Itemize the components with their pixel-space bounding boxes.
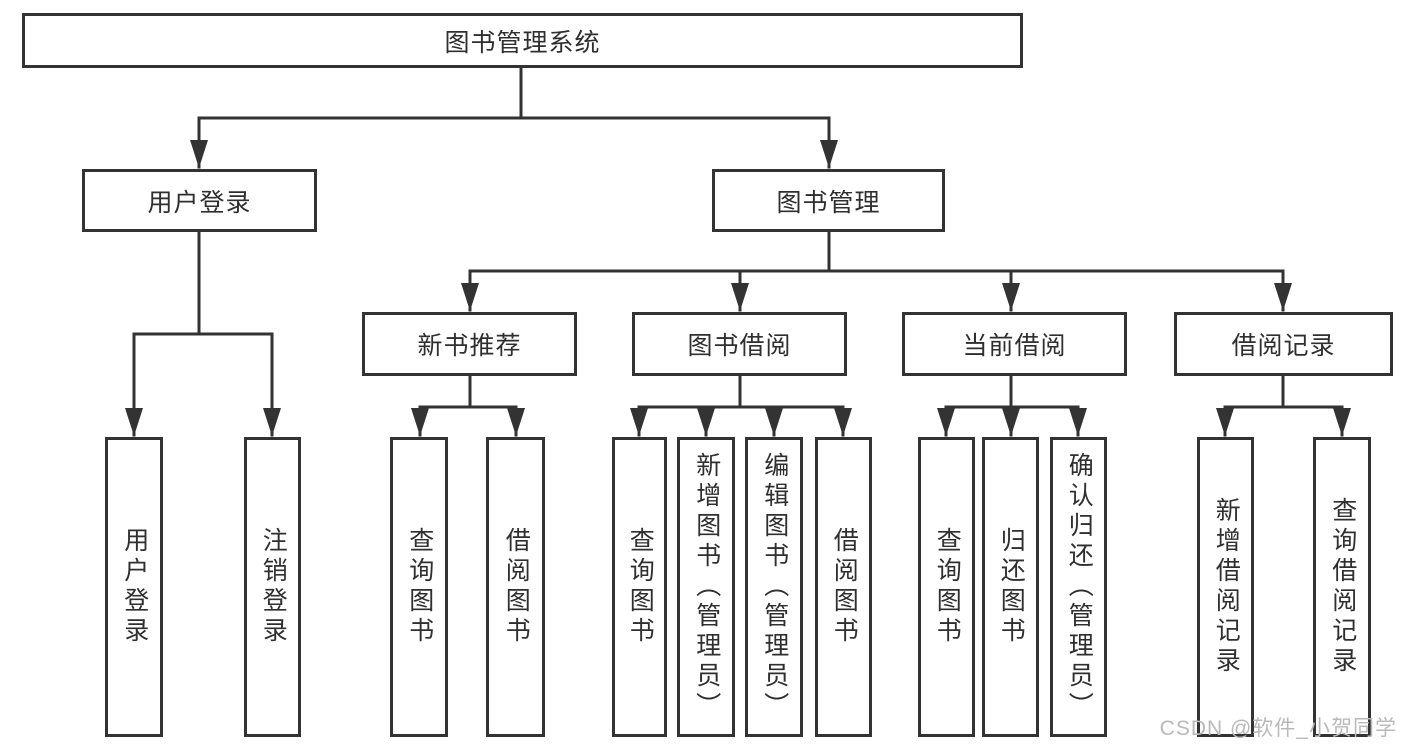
csdn-watermark: CSDN @软件_小贺同学: [1159, 717, 1397, 740]
node-book-borrowing: 图书借阅: [632, 312, 847, 376]
leaf-confirm-return-admin: 确认归还（管理员）: [1050, 437, 1107, 737]
node-book-management-branch: 图书管理: [712, 169, 945, 232]
leaf-query-borrow-record: 查询借阅记录: [1313, 437, 1371, 737]
leaf-edit-book-admin: 编辑图书（管理员）: [745, 437, 803, 737]
leaf-query-books-borrowing: 查询图书: [612, 437, 667, 737]
node-current-borrowing: 当前借阅: [902, 312, 1127, 376]
leaf-borrow-books-borrowing: 借阅图书: [815, 437, 872, 737]
node-new-book-recommend: 新书推荐: [362, 312, 577, 376]
leaf-query-books-recommend: 查询图书: [390, 437, 448, 737]
leaf-user-login: 用户登录: [105, 437, 163, 737]
leaf-add-borrow-record: 新增借阅记录: [1197, 437, 1254, 737]
leaf-borrow-books-recommend: 借阅图书: [486, 437, 545, 737]
node-library-management-system: 图书管理系统: [22, 13, 1023, 68]
leaf-return-book: 归还图书: [982, 437, 1039, 737]
leaf-query-books-current: 查询图书: [918, 437, 975, 737]
node-borrow-records: 借阅记录: [1174, 312, 1393, 376]
leaf-logout: 注销登录: [244, 437, 301, 737]
leaf-add-book-admin: 新增图书（管理员）: [677, 437, 735, 737]
node-user-login-branch: 用户登录: [82, 169, 317, 232]
